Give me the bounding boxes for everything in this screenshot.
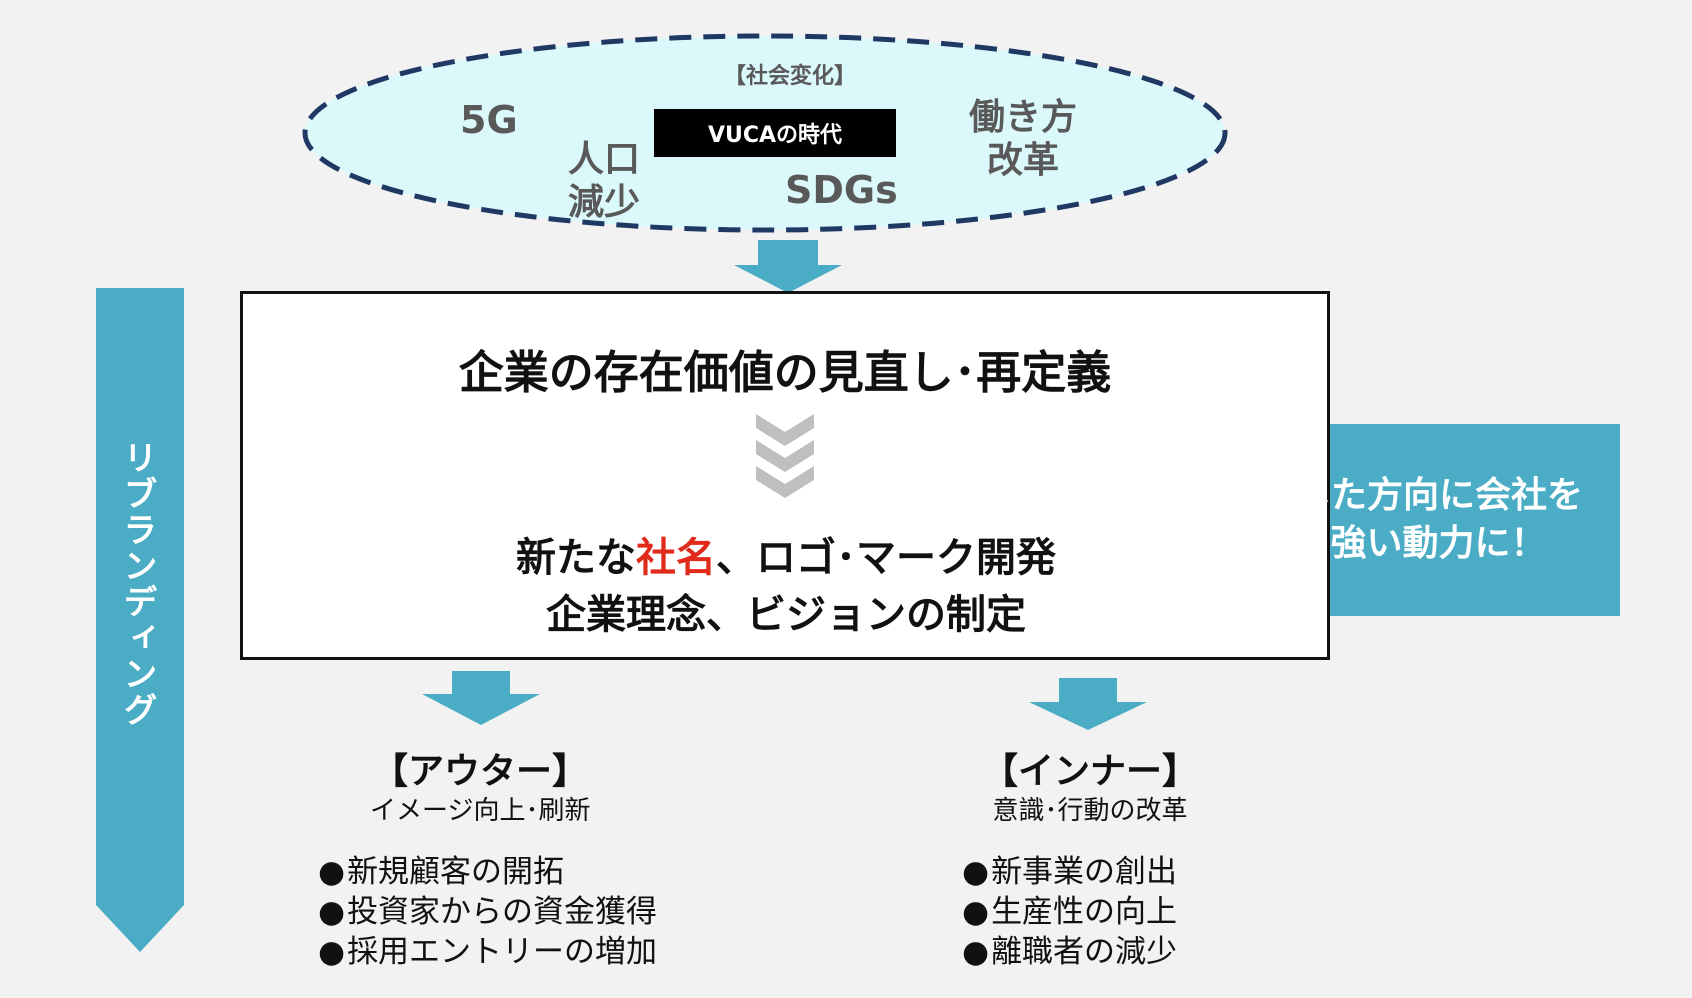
outer-subtitle: イメージ向上･刷新 xyxy=(370,796,591,826)
callout-line-1: 再定義した方向に会社を xyxy=(1186,475,1583,516)
down-arrow-outer xyxy=(422,671,540,725)
inner-list: 新事業の創出 生産性の向上 離職者の減少 xyxy=(962,852,1177,972)
list-item: 投資家からの資金獲得 xyxy=(318,892,657,932)
inner-subtitle: 意識･行動の改革 xyxy=(992,796,1188,826)
list-item: 採用エントリーの増加 xyxy=(318,932,657,972)
keyword-workstyle-line2: 改革 xyxy=(986,140,1059,182)
action-line-1: 新たな社名、ロゴ･マーク開発 xyxy=(486,530,1086,587)
company-name-highlight: 社名 xyxy=(636,535,716,581)
action-line-1-prefix: 新たな xyxy=(516,535,636,581)
keyword-population-decline: 人口 減少 xyxy=(556,138,652,224)
vuca-label: VUCAの時代 xyxy=(654,109,896,157)
redefine-title: 企業の存在価値の見直し･再定義 xyxy=(458,346,1112,399)
list-item: 新規顧客の開拓 xyxy=(318,852,657,892)
list-item: 生産性の向上 xyxy=(962,892,1177,932)
callout-line-2: 変える強い動力に！ xyxy=(1223,523,1547,564)
down-arrow-inner xyxy=(1029,678,1147,730)
action-line-1-suffix: 、ロゴ･マーク開発 xyxy=(716,535,1056,581)
keyword-workstyle-reform: 働き方 改革 xyxy=(968,96,1078,182)
chevron-down-icon xyxy=(756,414,814,498)
social-change-heading: 【社会変化】 xyxy=(723,64,856,89)
list-item: 新事業の創出 xyxy=(962,852,1177,892)
callout-text: 再定義した方向に会社を 変える強い動力に！ xyxy=(1150,472,1620,568)
inner-heading: 【インナー】 xyxy=(981,751,1198,792)
side-band-arrow xyxy=(96,288,184,952)
keyword-sdgs: SDGs xyxy=(785,168,898,212)
outer-list: 新規顧客の開拓 投資家からの資金獲得 採用エントリーの増加 xyxy=(318,852,657,972)
outer-heading: 【アウター】 xyxy=(371,751,588,792)
list-item: 離職者の減少 xyxy=(962,932,1177,972)
center-box xyxy=(240,291,1330,660)
keyword-population-line1: 人口 xyxy=(567,139,640,180)
rebranding-label: リブランディング xyxy=(117,440,157,728)
action-line-2: 企業理念、ビジョンの制定 xyxy=(546,592,1026,638)
down-arrow-top xyxy=(734,240,842,293)
keyword-population-line2: 減少 xyxy=(567,182,640,224)
keyword-5g: 5G xyxy=(460,98,518,142)
rebranding-actions: 新たな社名、ロゴ･マーク開発 企業理念、ビジョンの制定 xyxy=(486,530,1086,644)
keyword-workstyle-line1: 働き方 xyxy=(968,97,1077,138)
